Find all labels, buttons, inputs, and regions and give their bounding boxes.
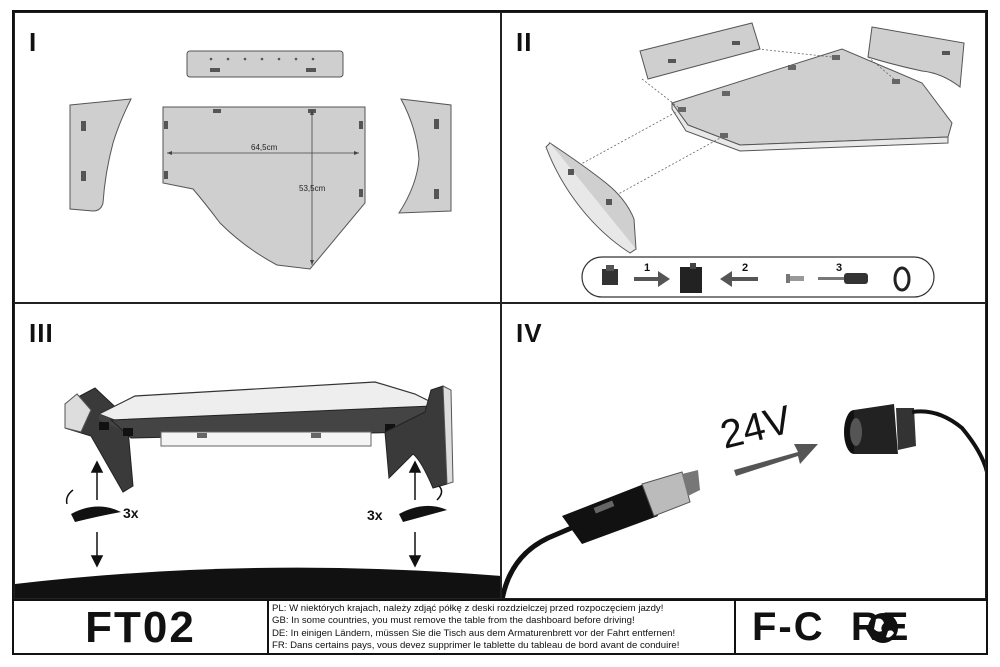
- mounting-drawing: 3x 3x: [15, 381, 500, 598]
- panel-4-power: IV 24V: [501, 303, 986, 599]
- warning-pl: PL: W niektórych krajach, należy zdjąć p…: [272, 603, 664, 614]
- screwdriver-icon: [818, 273, 868, 284]
- screw-icon: [786, 274, 804, 283]
- step-2-label: 2: [742, 262, 748, 274]
- arrow-icon: [734, 444, 818, 476]
- power-drawing: 24V: [502, 398, 985, 598]
- table-top-part: [162, 106, 366, 270]
- arrow-icon: [634, 271, 670, 287]
- warning-de: DE: In einigen Ländern, müssen Sie die T…: [272, 627, 676, 639]
- panel-2-assembly: II: [501, 12, 986, 303]
- panel-numeral: I: [29, 27, 38, 57]
- brand-name: F-C RE: [752, 605, 911, 649]
- model-code: FT02: [14, 601, 269, 655]
- panel-3-mounting: III 3x: [14, 303, 501, 599]
- left-side-part: [69, 98, 132, 212]
- step-1-label: 1: [644, 262, 650, 274]
- cigarette-plug-icon: [502, 470, 700, 598]
- bracket-icon: [680, 263, 702, 293]
- right-side-part: [384, 385, 448, 489]
- instruction-sheet: I 64,5cm 53,5cm: [12, 10, 988, 655]
- ring-icon: [893, 266, 911, 292]
- socket-icon: [844, 404, 985, 473]
- driving-warnings: PL: W niektórych krajach, należy zdjąć p…: [272, 603, 732, 653]
- globe-icon: [868, 613, 898, 643]
- width-dimension-label: 64,5cm: [251, 143, 278, 152]
- rotate-icon: [71, 506, 121, 522]
- panel-numeral: III: [29, 318, 54, 348]
- arrow-icon: [720, 271, 758, 287]
- parts-drawing: 64,5cm 53,5cm: [69, 50, 452, 270]
- right-side-part: [867, 26, 965, 88]
- panel-numeral: IV: [516, 318, 543, 348]
- footer: FT02 PL: W niektórych krajach, należy zd…: [14, 599, 986, 655]
- right-side-part: [398, 98, 452, 214]
- back-bar-part: [186, 50, 344, 78]
- panel-1-parts: I 64,5cm 53,5cm: [14, 12, 501, 303]
- voltage-label: 24V: [716, 398, 796, 458]
- back-bar-part: [639, 22, 761, 80]
- depth-dimension-label: 53,5cm: [299, 184, 326, 193]
- assembly-drawing: 1 2 3: [545, 22, 965, 298]
- rotate-icon: [399, 505, 447, 522]
- step-3-label: 3: [836, 262, 842, 274]
- dashboard-surface: [15, 567, 500, 598]
- warning-gb: GB: In some countries, you must remove t…: [272, 615, 635, 627]
- clip-icon: [602, 265, 618, 285]
- warning-fr: FR: Dans certains pays, vous devez suppr…: [272, 639, 680, 651]
- left-turns-label: 3x: [123, 505, 139, 521]
- panel-numeral: II: [516, 27, 533, 57]
- right-turns-label: 3x: [367, 507, 383, 523]
- brand-logo: F-C RE: [734, 601, 986, 655]
